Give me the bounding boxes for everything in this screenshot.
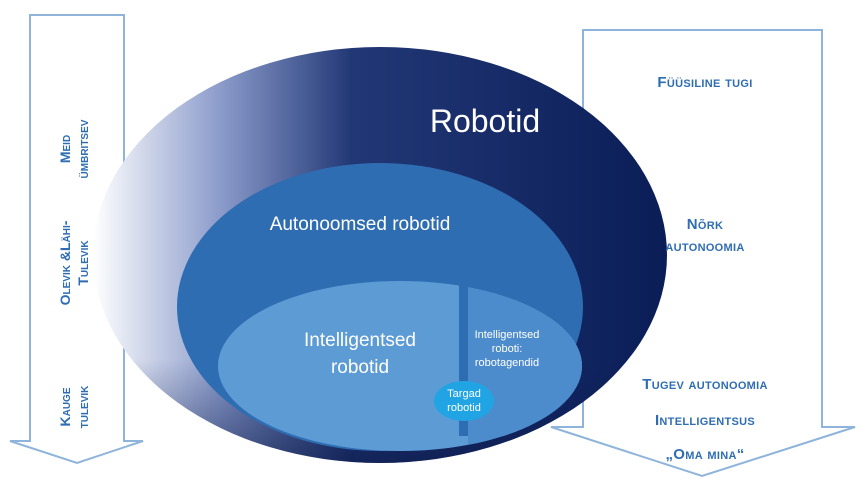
robots-title: Robotid xyxy=(429,103,541,139)
left-timeline-arrow xyxy=(9,14,144,465)
weak-autonomy-label: Nõrk autonoomia xyxy=(665,216,745,255)
left-label-far-future: Kauge tulevik xyxy=(56,385,91,429)
robot-agents-label: Intelligentsed roboti: robotagendid xyxy=(474,329,540,369)
smart-robots-label: Targad robotid xyxy=(447,388,481,414)
left-label-present: Olevik &Lähi- Tulevik xyxy=(56,220,91,306)
segment-divider xyxy=(459,276,468,436)
autonomous-robots-title: Autonoomsed robotid xyxy=(269,214,451,235)
intelligence-label: Intelligentsus xyxy=(654,412,756,429)
own-self-label: „Oma mina“ xyxy=(665,446,745,463)
strong-autonomy-label: Tugev autonoomia xyxy=(642,376,768,393)
smart-robots-bubble xyxy=(434,381,494,421)
left-label-near: Meid ümbritsev xyxy=(56,119,91,179)
physical-support-label: Füüsiline tugi xyxy=(657,74,753,91)
right-capability-arrow xyxy=(550,29,856,478)
intelligent-robots-title: Intelligentsed robotid xyxy=(304,330,416,378)
